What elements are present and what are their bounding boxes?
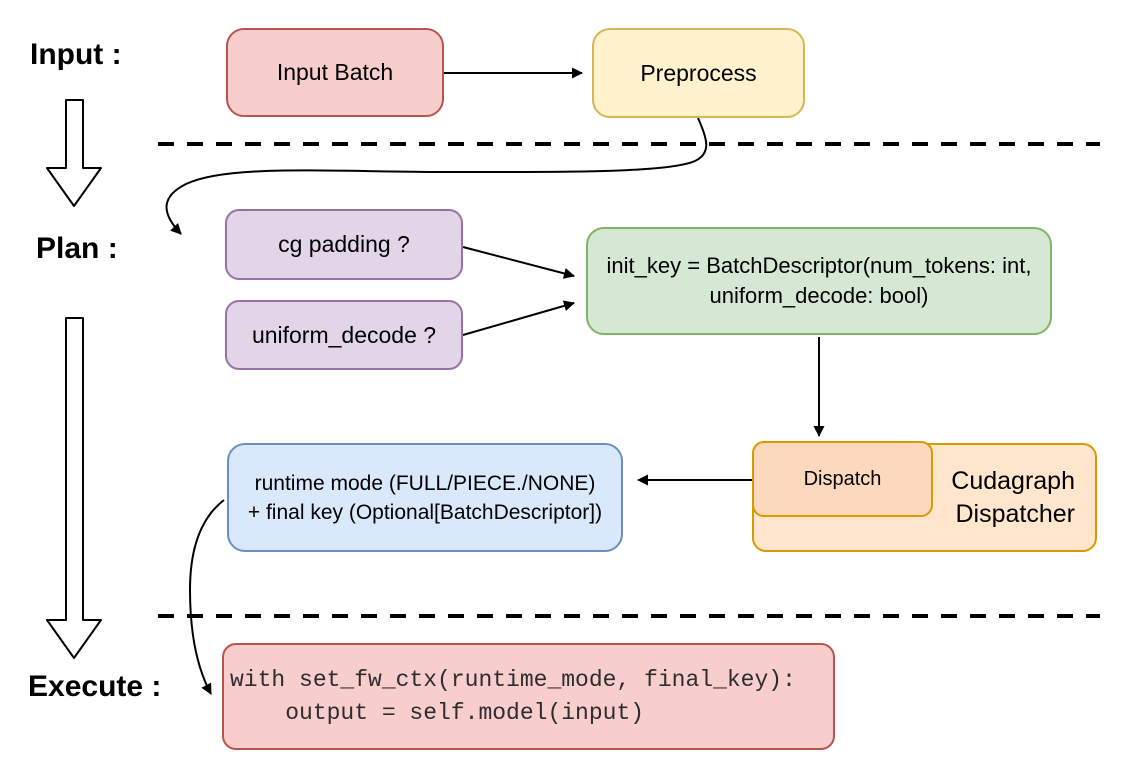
stage-label-input: Input : [30, 38, 122, 71]
node-execute-code: with set_fw_ctx(runtime_mode, final_key)… [222, 643, 835, 750]
hollow-arrow-plan-to-execute-icon [46, 317, 102, 659]
node-init-key: init_key = BatchDescriptor(num_tokens: i… [586, 227, 1052, 335]
node-execute-code-line-1: with set_fw_ctx(runtime_mode, final_key)… [230, 666, 796, 693]
arrow-runtime-result-to-execute-code [188, 499, 225, 695]
node-uniform-decode-label: uniform_decode ? [251, 321, 437, 348]
hollow-arrow-input-to-plan-icon [46, 99, 102, 207]
node-cudagraph-dispatcher-line-2: Dispatcher [955, 499, 1076, 528]
arrow-uniform-decode-to-init-key [462, 300, 575, 336]
node-input-batch-label: Input Batch [276, 59, 394, 85]
arrow-preprocess-to-plan [165, 117, 708, 235]
node-runtime-result-line-2: + final key (Optional[BatchDescriptor]) [247, 500, 603, 524]
node-init-key-line-1: init_key = BatchDescriptor(num_tokens: i… [606, 253, 1032, 278]
node-runtime-result-line-1: runtime mode (FULL/PIECE./NONE) [254, 471, 596, 495]
node-preprocess: Preprocess [592, 28, 805, 118]
node-execute-code-line-2: output = self.model(input) [230, 699, 645, 726]
stage-label-plan: Plan : [36, 232, 118, 265]
node-dispatch-label: Dispatch [803, 467, 882, 490]
node-input-batch: Input Batch [226, 28, 444, 117]
arrow-cg-padding-to-init-key [462, 246, 575, 279]
node-dispatch: Dispatch [752, 441, 933, 517]
node-preprocess-label: Preprocess [640, 59, 757, 86]
node-runtime-result: runtime mode (FULL/PIECE./NONE) + final … [227, 443, 623, 552]
node-uniform-decode: uniform_decode ? [225, 300, 463, 370]
node-cg-padding-label: cg padding ? [278, 231, 410, 257]
node-cudagraph-dispatcher-line-1: Cudagraph [951, 466, 1075, 495]
node-cg-padding: cg padding ? [225, 209, 463, 280]
node-init-key-line-2: uniform_decode: bool) [709, 283, 929, 308]
stage-label-execute: Execute : [28, 670, 162, 703]
